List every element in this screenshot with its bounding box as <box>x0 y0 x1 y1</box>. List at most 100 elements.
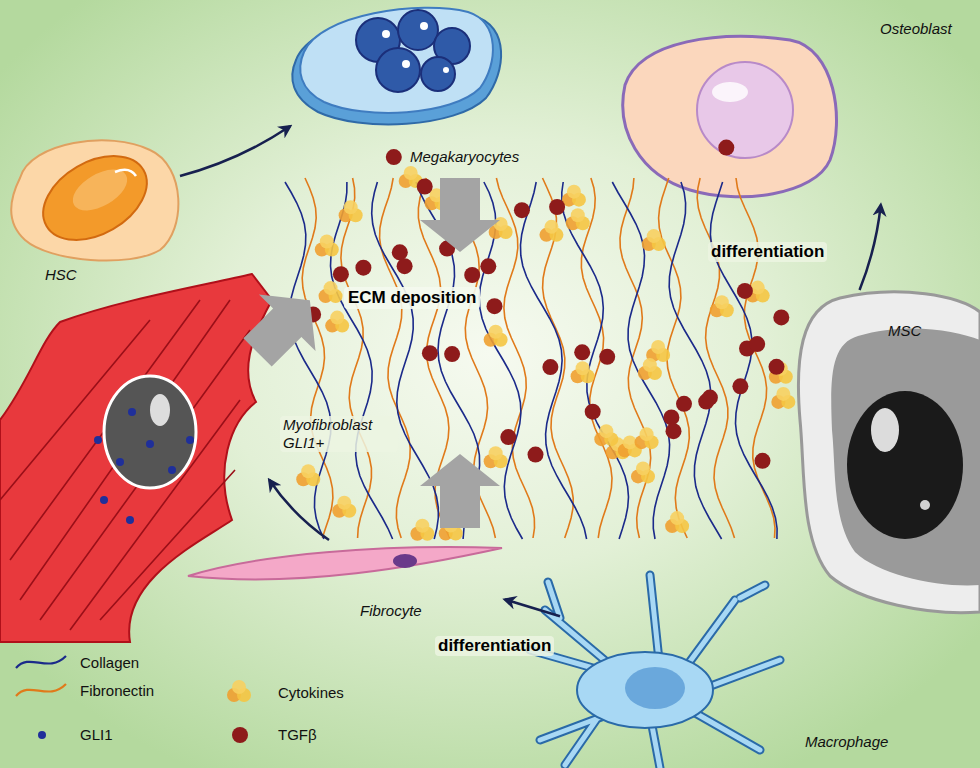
cytokine <box>330 311 344 325</box>
cytokine <box>404 166 418 180</box>
block-arrow <box>420 454 500 528</box>
megakaryocyte-cell <box>292 8 501 125</box>
edge-label: differentiation <box>708 242 827 262</box>
cell-node: Osteoblast <box>615 10 956 205</box>
fibronectin-fiber <box>562 182 629 539</box>
legend-item: Fibronectin <box>14 678 154 702</box>
fibrocyte-cell <box>188 547 502 579</box>
tgfb-dot <box>542 359 558 375</box>
cytokine <box>715 295 729 309</box>
cytokine <box>640 427 654 441</box>
block-arrow <box>420 178 500 252</box>
myofibroblast-cell <box>0 274 272 642</box>
legend-text: TGFβ <box>278 726 317 743</box>
fibronectin-fiber <box>612 182 669 539</box>
legend-item: Collagen <box>14 650 139 674</box>
cytokine <box>776 387 790 401</box>
legend-swatch <box>232 727 248 743</box>
fibronectin-fiber <box>331 182 393 539</box>
tgfb-dot <box>528 447 544 463</box>
legend-item: GLI1 <box>14 726 113 743</box>
tgfb-dot <box>585 404 601 420</box>
collagen-fiber <box>697 178 734 538</box>
fibronectin-fiber <box>521 182 587 539</box>
tgfb-dot <box>355 260 371 276</box>
collagen-fiber <box>736 178 775 538</box>
edge-label: differentiation <box>435 636 554 656</box>
legend-text: Fibronectin <box>80 682 154 699</box>
cell-node: MSC <box>790 290 978 610</box>
cytokine <box>494 217 508 231</box>
cytokine <box>232 680 246 694</box>
cytokine <box>320 234 334 248</box>
tgfb-dot <box>732 378 748 394</box>
flow-arrow <box>860 205 881 290</box>
legend-text: Cytokines <box>278 684 344 701</box>
tgfb-dot <box>397 258 413 274</box>
flow-arrow <box>180 126 290 176</box>
cytokine <box>344 200 358 214</box>
tgfb-dot <box>574 344 590 360</box>
tgfb-dot <box>676 396 692 412</box>
cell-node: Fibrocyte <box>185 540 505 625</box>
tgfb-dot <box>480 258 496 274</box>
legend-swatch <box>38 731 46 739</box>
tgfb-dot <box>464 267 480 283</box>
legend-sample-svg <box>14 650 68 674</box>
cytokine <box>567 185 581 199</box>
legend-sample-svg <box>14 678 68 702</box>
collagen-fiber <box>543 178 574 538</box>
fiber-sample <box>16 684 66 696</box>
tgfb-dot <box>749 336 765 352</box>
legend-sample <box>14 650 68 674</box>
cytokine <box>301 464 315 478</box>
cytokine <box>571 208 585 222</box>
cell-label: MSC <box>888 322 921 340</box>
block-arrow <box>229 272 338 381</box>
fiber-sample <box>16 656 66 668</box>
macrophage-cell <box>530 575 780 768</box>
fibronectin-fiber <box>710 182 777 539</box>
legend-sample <box>212 680 266 704</box>
cell-node: Megakaryocytes <box>290 2 523 170</box>
tgfb-dot <box>755 453 771 469</box>
hsc-cell <box>11 139 178 261</box>
tgfb-dot <box>333 266 349 282</box>
cell-label: HSC <box>45 266 77 284</box>
legend-item: Cytokines <box>212 680 344 704</box>
cytokine <box>544 220 558 234</box>
tgfb-dot <box>702 390 718 406</box>
tgfb-dot <box>663 409 679 425</box>
cytokine <box>489 325 503 339</box>
tgfb-dot <box>444 346 460 362</box>
tgfb-dot <box>500 429 516 445</box>
legend-text: GLI1 <box>80 726 113 743</box>
cell-label: Macrophage <box>805 733 888 751</box>
tgfb-dot <box>718 140 734 156</box>
cell-label: Fibrocyte <box>360 602 422 620</box>
cytokine <box>415 519 429 533</box>
cell-node: Macrophage <box>560 600 892 763</box>
cytokine <box>576 361 590 375</box>
tgfb-dot <box>769 359 785 375</box>
tgfb-dot <box>737 283 753 299</box>
tgfb-dot <box>599 349 615 365</box>
cell-node: HSC <box>5 140 180 290</box>
cell-label: Myofibroblast GLI1+ <box>280 416 398 452</box>
cell-label: Megakaryocytes <box>410 148 519 166</box>
cytokine <box>647 229 661 243</box>
cytokine <box>337 496 351 510</box>
tgfb-dot <box>386 149 402 165</box>
cytokine <box>489 446 503 460</box>
tgfb-dot <box>773 309 789 325</box>
tgfb-dot <box>487 298 503 314</box>
collagen-fiber <box>380 178 411 538</box>
cell-node: Myofibroblast GLI1+ <box>0 280 402 480</box>
tgfb-dot <box>417 179 433 195</box>
legend-item: TGFβ <box>212 726 317 743</box>
collagen-fiber <box>620 178 651 538</box>
legend-sample-svg <box>212 680 266 704</box>
legend-sample <box>14 678 68 702</box>
cytokine <box>636 461 650 475</box>
